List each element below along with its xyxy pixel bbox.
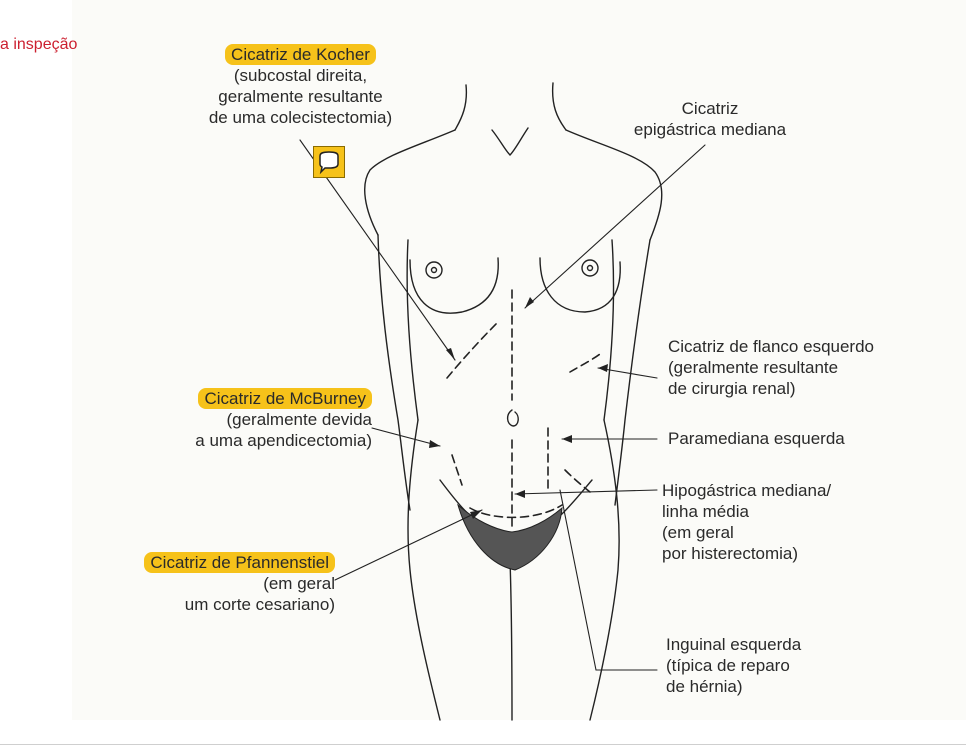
label-hipogastrica-line-4: por histerectomia) <box>662 544 799 563</box>
left-arm-outer <box>377 234 411 511</box>
right-torso-side <box>603 239 615 421</box>
right-arm-outer <box>614 239 651 506</box>
label-flanco-line-2: (geralmente resultante <box>668 358 839 377</box>
right-neck-line <box>551 82 567 131</box>
arrow-paramedian <box>562 435 572 443</box>
leader-hypogastric <box>514 489 658 495</box>
arrow-kocher <box>446 348 455 360</box>
label-hipogastrica-line-3: (em geral <box>662 523 734 542</box>
right-breast <box>539 257 621 313</box>
label-mcburney-title: Cicatriz de McBurney <box>198 388 372 409</box>
label-kocher-line-3: de uma colecistectomia) <box>208 108 393 127</box>
leader-inguinal <box>559 489 658 671</box>
right-nipple-center <box>586 264 594 272</box>
label-kocher: Cicatriz de Kocher (subcostal direita, g… <box>168 44 433 128</box>
scar-mcburney <box>451 454 463 486</box>
label-pfannenstiel-line-2: um corte cesariano) <box>184 595 335 614</box>
leader-mcburney <box>371 427 441 447</box>
scar-pfannenstiel <box>469 504 563 519</box>
label-hipogastrica-line-1: Hipogástrica mediana/ <box>662 481 832 500</box>
arrow-epigastric <box>525 297 534 308</box>
label-mcburney-line-1: (geralmente devida <box>226 410 372 429</box>
label-kocher-title: Cicatriz de Kocher <box>225 44 376 65</box>
arrow-mcburney <box>429 440 440 448</box>
label-epigastrica-line-2: epigástrica mediana <box>633 120 787 139</box>
left-neck-line <box>454 84 468 131</box>
label-paramediana-line-1: Paramediana esquerda <box>668 429 845 448</box>
label-epigastrica: Cicatriz epigástrica mediana <box>630 98 790 140</box>
speech-bubble-icon[interactable] <box>313 146 345 178</box>
label-flanco-line-1: Cicatriz de flanco esquerdo <box>668 337 875 356</box>
label-inguinal-line-3: de hérnia) <box>666 677 743 696</box>
left-breast <box>409 257 499 314</box>
scar-inguinal <box>564 469 591 493</box>
label-kocher-line-2: geralmente resultante <box>218 87 383 106</box>
arrow-pfannenstiel <box>470 510 482 519</box>
inner-thigh-line <box>509 559 513 721</box>
label-epigastrica-line-1: Cicatriz <box>681 99 739 118</box>
label-hipogastrica: Hipogástrica mediana/ linha média (em ge… <box>662 480 831 564</box>
leader-epigastric <box>524 144 706 309</box>
page-label: a inspeção <box>0 36 78 53</box>
right-nipple <box>581 259 599 277</box>
label-inguinal-line-2: (típica de reparo <box>666 656 790 675</box>
leader-flank <box>597 367 658 379</box>
label-flanco: Cicatriz de flanco esquerdo (geralmente … <box>668 336 874 399</box>
label-flanco-line-3: de cirurgia renal) <box>668 379 796 398</box>
leader-pfannenstiel <box>334 509 483 581</box>
left-torso-side <box>406 239 419 421</box>
scar-left-flank <box>569 353 601 373</box>
left-nipple <box>425 261 443 279</box>
label-inguinal: Inguinal esquerda (típica de reparo de h… <box>666 634 801 697</box>
figure-background <box>72 0 966 720</box>
left-nipple-center <box>430 266 438 274</box>
navel <box>506 409 519 427</box>
label-kocher-line-1: (subcostal direita, <box>233 66 368 85</box>
label-mcburney: Cicatriz de McBurney (geralmente devida … <box>120 388 372 451</box>
label-hipogastrica-line-2: linha média <box>662 502 749 521</box>
bottom-divider <box>0 744 966 745</box>
left-shoulder <box>364 129 456 236</box>
label-pfannenstiel: Cicatriz de Pfannenstiel (em geral um co… <box>90 552 335 615</box>
scar-kocher <box>446 321 499 379</box>
arrow-hypogastric <box>515 490 525 498</box>
label-paramediana: Paramediana esquerda <box>668 428 845 449</box>
label-mcburney-line-2: a uma apendicectomia) <box>195 431 372 450</box>
right-shoulder <box>565 129 663 241</box>
clavicle-dip <box>491 127 529 156</box>
label-pfannenstiel-line-1: (em geral <box>263 574 335 593</box>
right-hip <box>589 419 620 721</box>
label-inguinal-line-1: Inguinal esquerda <box>666 635 802 654</box>
pubic-region <box>457 503 563 571</box>
arrow-flank <box>598 364 608 372</box>
label-pfannenstiel-title: Cicatriz de Pfannenstiel <box>144 552 335 573</box>
left-hip <box>407 419 441 721</box>
